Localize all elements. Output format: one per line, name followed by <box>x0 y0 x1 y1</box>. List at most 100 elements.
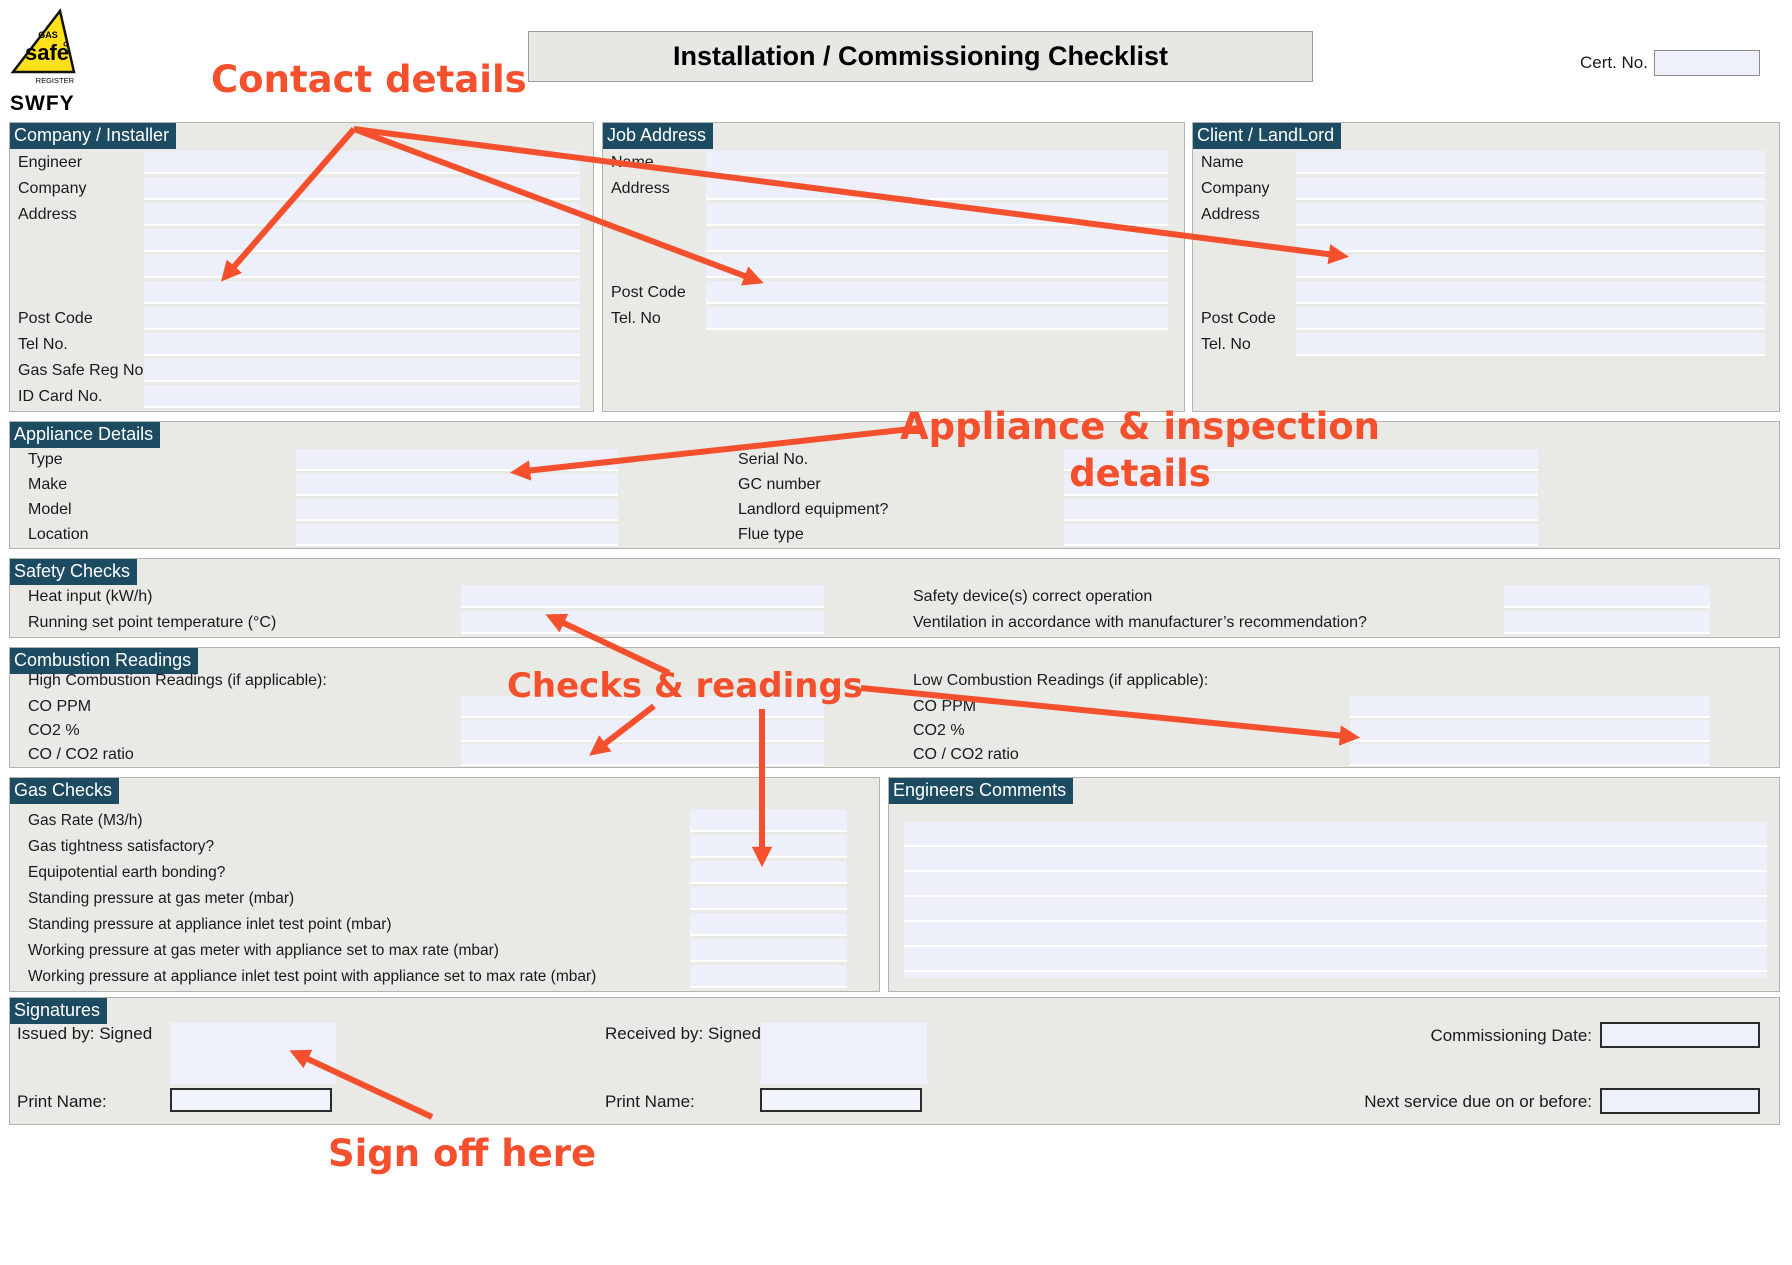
field-input[interactable] <box>144 255 580 278</box>
field-input[interactable] <box>1350 744 1710 766</box>
section-gas-checks: Gas Checks Gas Rate (M3/h) Gas tightness… <box>9 777 880 992</box>
client-row: Tel. No <box>1193 333 1779 356</box>
section-company-title: Company / Installer <box>10 123 177 149</box>
field-input[interactable] <box>1296 229 1765 252</box>
field-input[interactable] <box>1296 333 1765 356</box>
field-label: Ventilation in accordance with manufactu… <box>913 613 1367 631</box>
field-input[interactable] <box>690 835 847 858</box>
annotation-appliance-line2: details <box>1069 452 1211 495</box>
section-company-installer: Company / Installer Engineer Company Add… <box>9 122 594 412</box>
client-row <box>1193 229 1779 252</box>
job-row: Address <box>603 177 1184 200</box>
field-input[interactable] <box>296 524 618 546</box>
field-label: Flue type <box>738 526 804 543</box>
field-input[interactable] <box>706 151 1168 174</box>
safety-row: Heat input (kW/h) Safety device(s) corre… <box>10 585 1779 608</box>
logo-triangle <box>10 8 76 74</box>
gas-row: Gas tightness satisfactory? <box>10 835 879 858</box>
field-label: Company <box>1201 179 1270 197</box>
client-row <box>1193 255 1779 278</box>
field-input[interactable] <box>1064 499 1538 521</box>
field-input[interactable] <box>706 307 1168 330</box>
company-row: Post Code <box>10 307 593 330</box>
company-row: Tel No. <box>10 333 593 356</box>
field-input[interactable] <box>1296 177 1765 200</box>
comments-textarea[interactable] <box>904 822 1767 978</box>
field-input[interactable] <box>690 809 847 832</box>
field-input[interactable] <box>690 965 847 988</box>
field-label: Gas tightness satisfactory? <box>28 837 215 855</box>
field-input[interactable] <box>1064 474 1538 496</box>
field-input[interactable] <box>1350 720 1710 742</box>
field-input[interactable] <box>144 177 580 200</box>
field-label: Running set point temperature (°C) <box>28 613 277 631</box>
section-comments-title: Engineers Comments <box>889 778 1074 804</box>
field-input[interactable] <box>144 333 580 356</box>
field-input[interactable] <box>461 585 824 608</box>
field-input[interactable] <box>296 499 618 521</box>
field-input[interactable] <box>1296 307 1765 330</box>
next-service-input[interactable] <box>1600 1088 1760 1114</box>
page-title: Installation / Commissioning Checklist <box>528 31 1313 82</box>
gas-row: Equipotential earth bonding? <box>10 861 879 884</box>
field-label: CO2 % <box>913 722 965 739</box>
field-input[interactable] <box>1296 255 1765 278</box>
field-input[interactable] <box>690 939 847 962</box>
client-row: Name <box>1193 151 1779 174</box>
field-label: CO PPM <box>913 698 977 715</box>
cert-no-input[interactable] <box>1654 50 1760 76</box>
field-input[interactable] <box>144 203 580 226</box>
field-input[interactable] <box>1504 585 1710 608</box>
field-input[interactable] <box>461 744 824 766</box>
field-input[interactable] <box>690 887 847 910</box>
received-signature-box[interactable] <box>761 1023 927 1084</box>
cert-no-label: Cert. No. <box>1579 53 1648 72</box>
commissioning-date-input[interactable] <box>1600 1022 1760 1048</box>
company-row: Address <box>10 203 593 226</box>
field-input[interactable] <box>1296 281 1765 304</box>
field-input[interactable] <box>690 861 847 884</box>
field-input[interactable] <box>690 913 847 936</box>
field-input[interactable] <box>1350 696 1710 718</box>
field-input[interactable] <box>706 229 1168 252</box>
field-input[interactable] <box>1064 524 1538 546</box>
field-label: Address <box>611 179 670 197</box>
received-print-name-input[interactable] <box>760 1088 922 1112</box>
issued-signature-box[interactable] <box>170 1023 336 1084</box>
field-input[interactable] <box>296 474 618 496</box>
field-input[interactable] <box>1504 611 1710 634</box>
appliance-row: Location Flue type <box>10 524 1779 546</box>
field-input[interactable] <box>706 281 1168 304</box>
gas-row: Working pressure at appliance inlet test… <box>10 965 879 988</box>
field-input[interactable] <box>706 255 1168 278</box>
field-input[interactable] <box>1296 203 1765 226</box>
field-label: Working pressure at appliance inlet test… <box>28 967 597 985</box>
field-label: Tel. No <box>1201 335 1251 353</box>
received-by-label: Received by: Signed <box>605 1024 761 1043</box>
field-label: Post Code <box>1201 309 1276 327</box>
field-input[interactable] <box>144 151 580 174</box>
gas-rows: Gas Rate (M3/h) Gas tightness satisfacto… <box>10 809 879 991</box>
combustion-row: CO / CO2 ratio CO / CO2 ratio <box>10 744 1779 766</box>
field-input[interactable] <box>144 281 580 304</box>
section-client-title: Client / LandLord <box>1193 123 1342 149</box>
field-input[interactable] <box>144 385 580 408</box>
field-input[interactable] <box>1296 151 1765 174</box>
combustion-row: CO PPM CO PPM <box>10 696 1779 718</box>
field-input[interactable] <box>706 203 1168 226</box>
appliance-row: Model Landlord equipment? <box>10 499 1779 521</box>
field-label: CO / CO2 ratio <box>28 746 134 763</box>
field-input[interactable] <box>1064 449 1538 471</box>
issued-print-name-input[interactable] <box>170 1088 332 1112</box>
section-job-address: Job Address Name Address <box>602 122 1185 412</box>
field-input[interactable] <box>144 359 580 382</box>
field-label: Type <box>28 451 63 468</box>
field-input[interactable] <box>144 229 580 252</box>
company-row <box>10 255 593 278</box>
field-input[interactable] <box>144 307 580 330</box>
gas-row: Gas Rate (M3/h) <box>10 809 879 832</box>
field-input[interactable] <box>296 449 618 471</box>
field-input[interactable] <box>706 177 1168 200</box>
field-input[interactable] <box>461 611 824 634</box>
field-input[interactable] <box>461 720 824 742</box>
